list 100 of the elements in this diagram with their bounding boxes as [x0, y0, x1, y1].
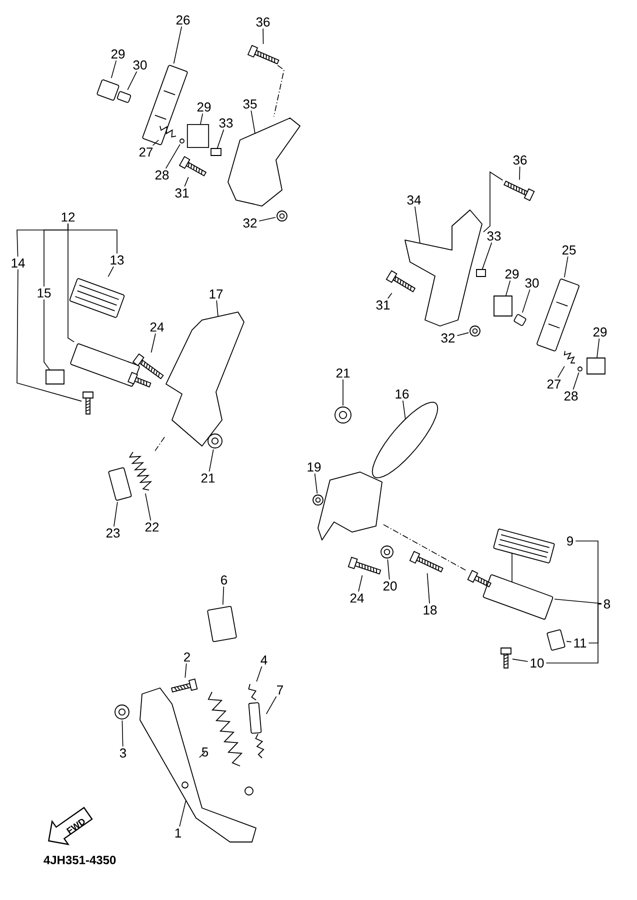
- leader-line: [222, 586, 224, 606]
- leader-line: [184, 663, 187, 678]
- callout-number: 16: [396, 389, 409, 399]
- washer: [114, 704, 130, 720]
- bolt: [500, 648, 512, 668]
- callout-number: 3: [120, 748, 126, 758]
- leader-line: [402, 400, 406, 420]
- washer: [380, 546, 394, 558]
- leader-line: [566, 640, 572, 642]
- callout-number: 29: [111, 49, 125, 59]
- callout-number: 26: [176, 15, 190, 25]
- footrest-pad: [493, 528, 555, 564]
- bracket: [404, 210, 482, 326]
- leader-line: [127, 71, 138, 90]
- leader-line: [482, 242, 492, 270]
- leader-line: [506, 280, 511, 296]
- callout-number: 30: [133, 60, 147, 70]
- leader-line: [387, 559, 390, 580]
- pedal-bracket: [318, 472, 382, 540]
- washer: [312, 494, 324, 506]
- callout-number: 9: [567, 536, 573, 546]
- leader-line: [564, 256, 568, 278]
- plate: [186, 124, 210, 148]
- callout-number: 7: [277, 686, 283, 694]
- assembly-line: [483, 171, 504, 232]
- callout-number: 28: [564, 391, 578, 401]
- leader-line: [108, 266, 114, 278]
- callout-number: 14: [12, 258, 25, 268]
- callout-number: 36: [513, 155, 527, 165]
- leader-line: [258, 217, 276, 222]
- callout-number: 31: [175, 188, 189, 198]
- leader-line: [114, 502, 118, 527]
- callout-number: 22: [145, 522, 159, 532]
- leader-line: [184, 176, 189, 187]
- leader-line: [44, 299, 50, 370]
- callout-number: 19: [308, 462, 321, 472]
- nut: [470, 326, 480, 336]
- nut: [276, 210, 288, 222]
- leader-line: [208, 449, 214, 472]
- bracket-line: [546, 604, 602, 664]
- nut: [208, 434, 222, 448]
- leader-line: [250, 110, 256, 134]
- leader-line: [16, 269, 82, 402]
- leader-line: [152, 140, 159, 146]
- leader-line: [173, 26, 182, 64]
- leader-line: [200, 113, 204, 125]
- side-stand: [140, 688, 256, 842]
- callout-number: 23: [106, 528, 120, 538]
- leader-line: [554, 598, 602, 604]
- collar: [108, 467, 132, 501]
- callout-number: 33: [487, 231, 501, 241]
- rubber: [46, 370, 64, 384]
- callout-number: 4: [260, 656, 268, 664]
- stopper: [116, 91, 132, 103]
- assembly-line: [154, 436, 165, 452]
- callout-number: 10: [530, 658, 544, 668]
- callout-number: 18: [424, 605, 437, 615]
- bolt: [82, 392, 94, 414]
- callout-number: 21: [336, 368, 350, 378]
- callout-number: 8: [604, 599, 610, 609]
- callout-number: 32: [243, 218, 257, 228]
- leader-line: [150, 333, 156, 353]
- leader-line: [414, 206, 420, 244]
- callout-number: 5: [202, 747, 208, 757]
- pin: [248, 684, 257, 700]
- spring: [208, 692, 243, 766]
- leader-line: [179, 800, 186, 827]
- callout-number: 31: [376, 300, 390, 310]
- bolt: [247, 44, 280, 64]
- leader-line: [165, 144, 180, 169]
- spring: [564, 350, 576, 364]
- callout-number: 29: [197, 102, 211, 112]
- leader-line: [557, 366, 565, 378]
- bush: [476, 269, 486, 277]
- footrest-pad: [69, 278, 125, 318]
- callout-number: 25: [562, 245, 576, 255]
- part-code: 4JH351-4350: [44, 856, 116, 864]
- callout-number: 36: [256, 17, 270, 27]
- callout-number: 35: [243, 99, 257, 109]
- plate: [586, 358, 606, 374]
- plate: [494, 296, 512, 316]
- callout-number: 32: [441, 333, 455, 343]
- spring: [128, 452, 152, 490]
- leader-line: [262, 28, 264, 44]
- spring: [248, 702, 264, 758]
- ring: [578, 366, 582, 372]
- leader-line: [596, 338, 600, 358]
- leader-line: [216, 129, 224, 148]
- bolt: [132, 353, 164, 380]
- bolt: [348, 556, 382, 574]
- leader-line: [199, 752, 206, 758]
- leader-line: [522, 289, 530, 313]
- footpeg: [70, 343, 152, 388]
- leader-line: [519, 166, 520, 180]
- callout-number: 28: [155, 170, 169, 180]
- nut: [334, 406, 352, 424]
- leader-line: [456, 332, 469, 336]
- stopper: [514, 314, 526, 326]
- leader-line: [572, 372, 580, 390]
- rubber: [546, 629, 566, 651]
